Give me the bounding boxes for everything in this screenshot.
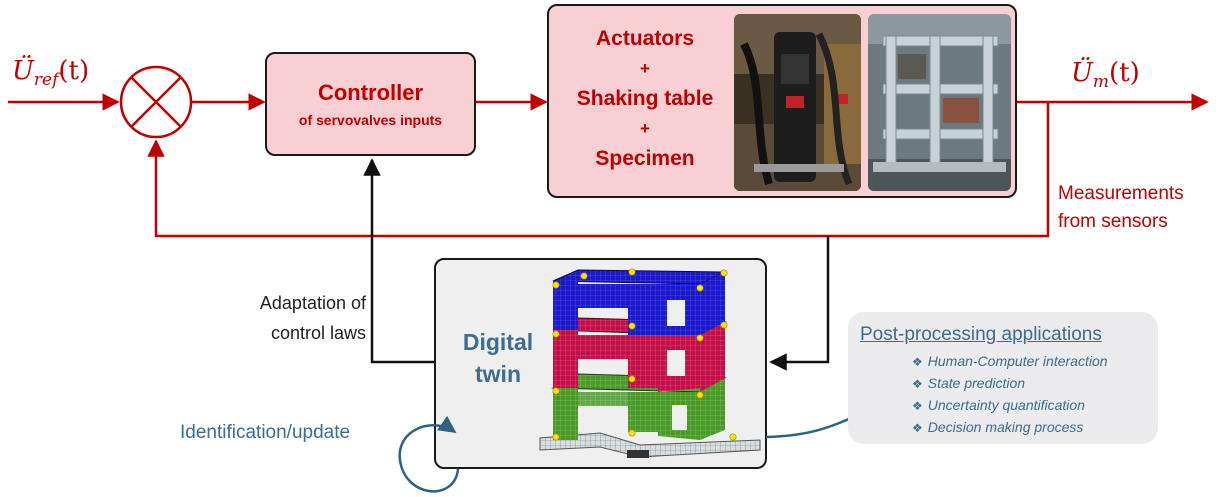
digital-twin-label-line1: Digital (462, 329, 534, 355)
post-item-uncertainty: ❖Uncertainty quantification (912, 397, 1085, 413)
adaptation-arrow (363, 158, 435, 364)
measurements-label-line2: from sensors (1058, 211, 1168, 232)
digital-twin-label: Digital twin (448, 326, 548, 390)
measurements-label: Measurements from sensors (1058, 180, 1184, 236)
plant-plus-1: + (640, 59, 650, 78)
plant-labels: Actuators + Shaking table + Specimen (555, 24, 735, 174)
plant-block: Actuators + Shaking table + Specimen (547, 4, 1017, 198)
adaptation-label: Adaptation of control laws (200, 288, 366, 348)
identification-loop-arrow (398, 415, 460, 493)
adaptation-label-line2: control laws (270, 323, 366, 343)
actuators-photo (734, 14, 861, 191)
diamond-bullet-icon: ❖ (912, 377, 923, 391)
measurement-to-twin-arrow (769, 236, 830, 371)
summing-junction (119, 65, 193, 139)
feedback-loop-arrow (147, 102, 1050, 238)
plant-plus-2: + (640, 119, 650, 138)
diamond-bullet-icon: ❖ (912, 355, 923, 369)
controller-subtitle: of servovalves inputs (298, 112, 443, 128)
post-item-decision-making: ❖Decision making process (912, 419, 1084, 435)
controller-title: Controller (317, 80, 424, 105)
post-processing-title: Post-processing applications (860, 324, 1102, 345)
output-signal-label: Üm(t) (1071, 58, 1140, 93)
fe-model-illustration (539, 268, 761, 458)
identification-label: Identification/update (180, 422, 351, 443)
diamond-bullet-icon: ❖ (912, 421, 923, 435)
plant-line-shaking-table: Shaking table (576, 87, 714, 110)
measurements-label-line1: Measurements (1058, 183, 1184, 204)
input-signal-label: Üref(t) (12, 56, 90, 91)
controller-block: Controller of servovalves inputs (265, 52, 476, 156)
digital-twin-label-line2: twin (475, 361, 521, 387)
diamond-bullet-icon: ❖ (912, 399, 923, 413)
post-item-state-prediction: ❖State prediction (912, 375, 1026, 391)
plant-line-specimen: Specimen (595, 147, 695, 170)
post-item-hci: ❖Human-Computer interaction (912, 353, 1108, 369)
post-processing-panel: Post-processing applications ❖Human-Comp… (848, 312, 1158, 444)
adaptation-label-line1: Adaptation of (259, 293, 366, 313)
plant-line-actuators: Actuators (595, 27, 695, 50)
specimen-photo (868, 14, 1011, 191)
